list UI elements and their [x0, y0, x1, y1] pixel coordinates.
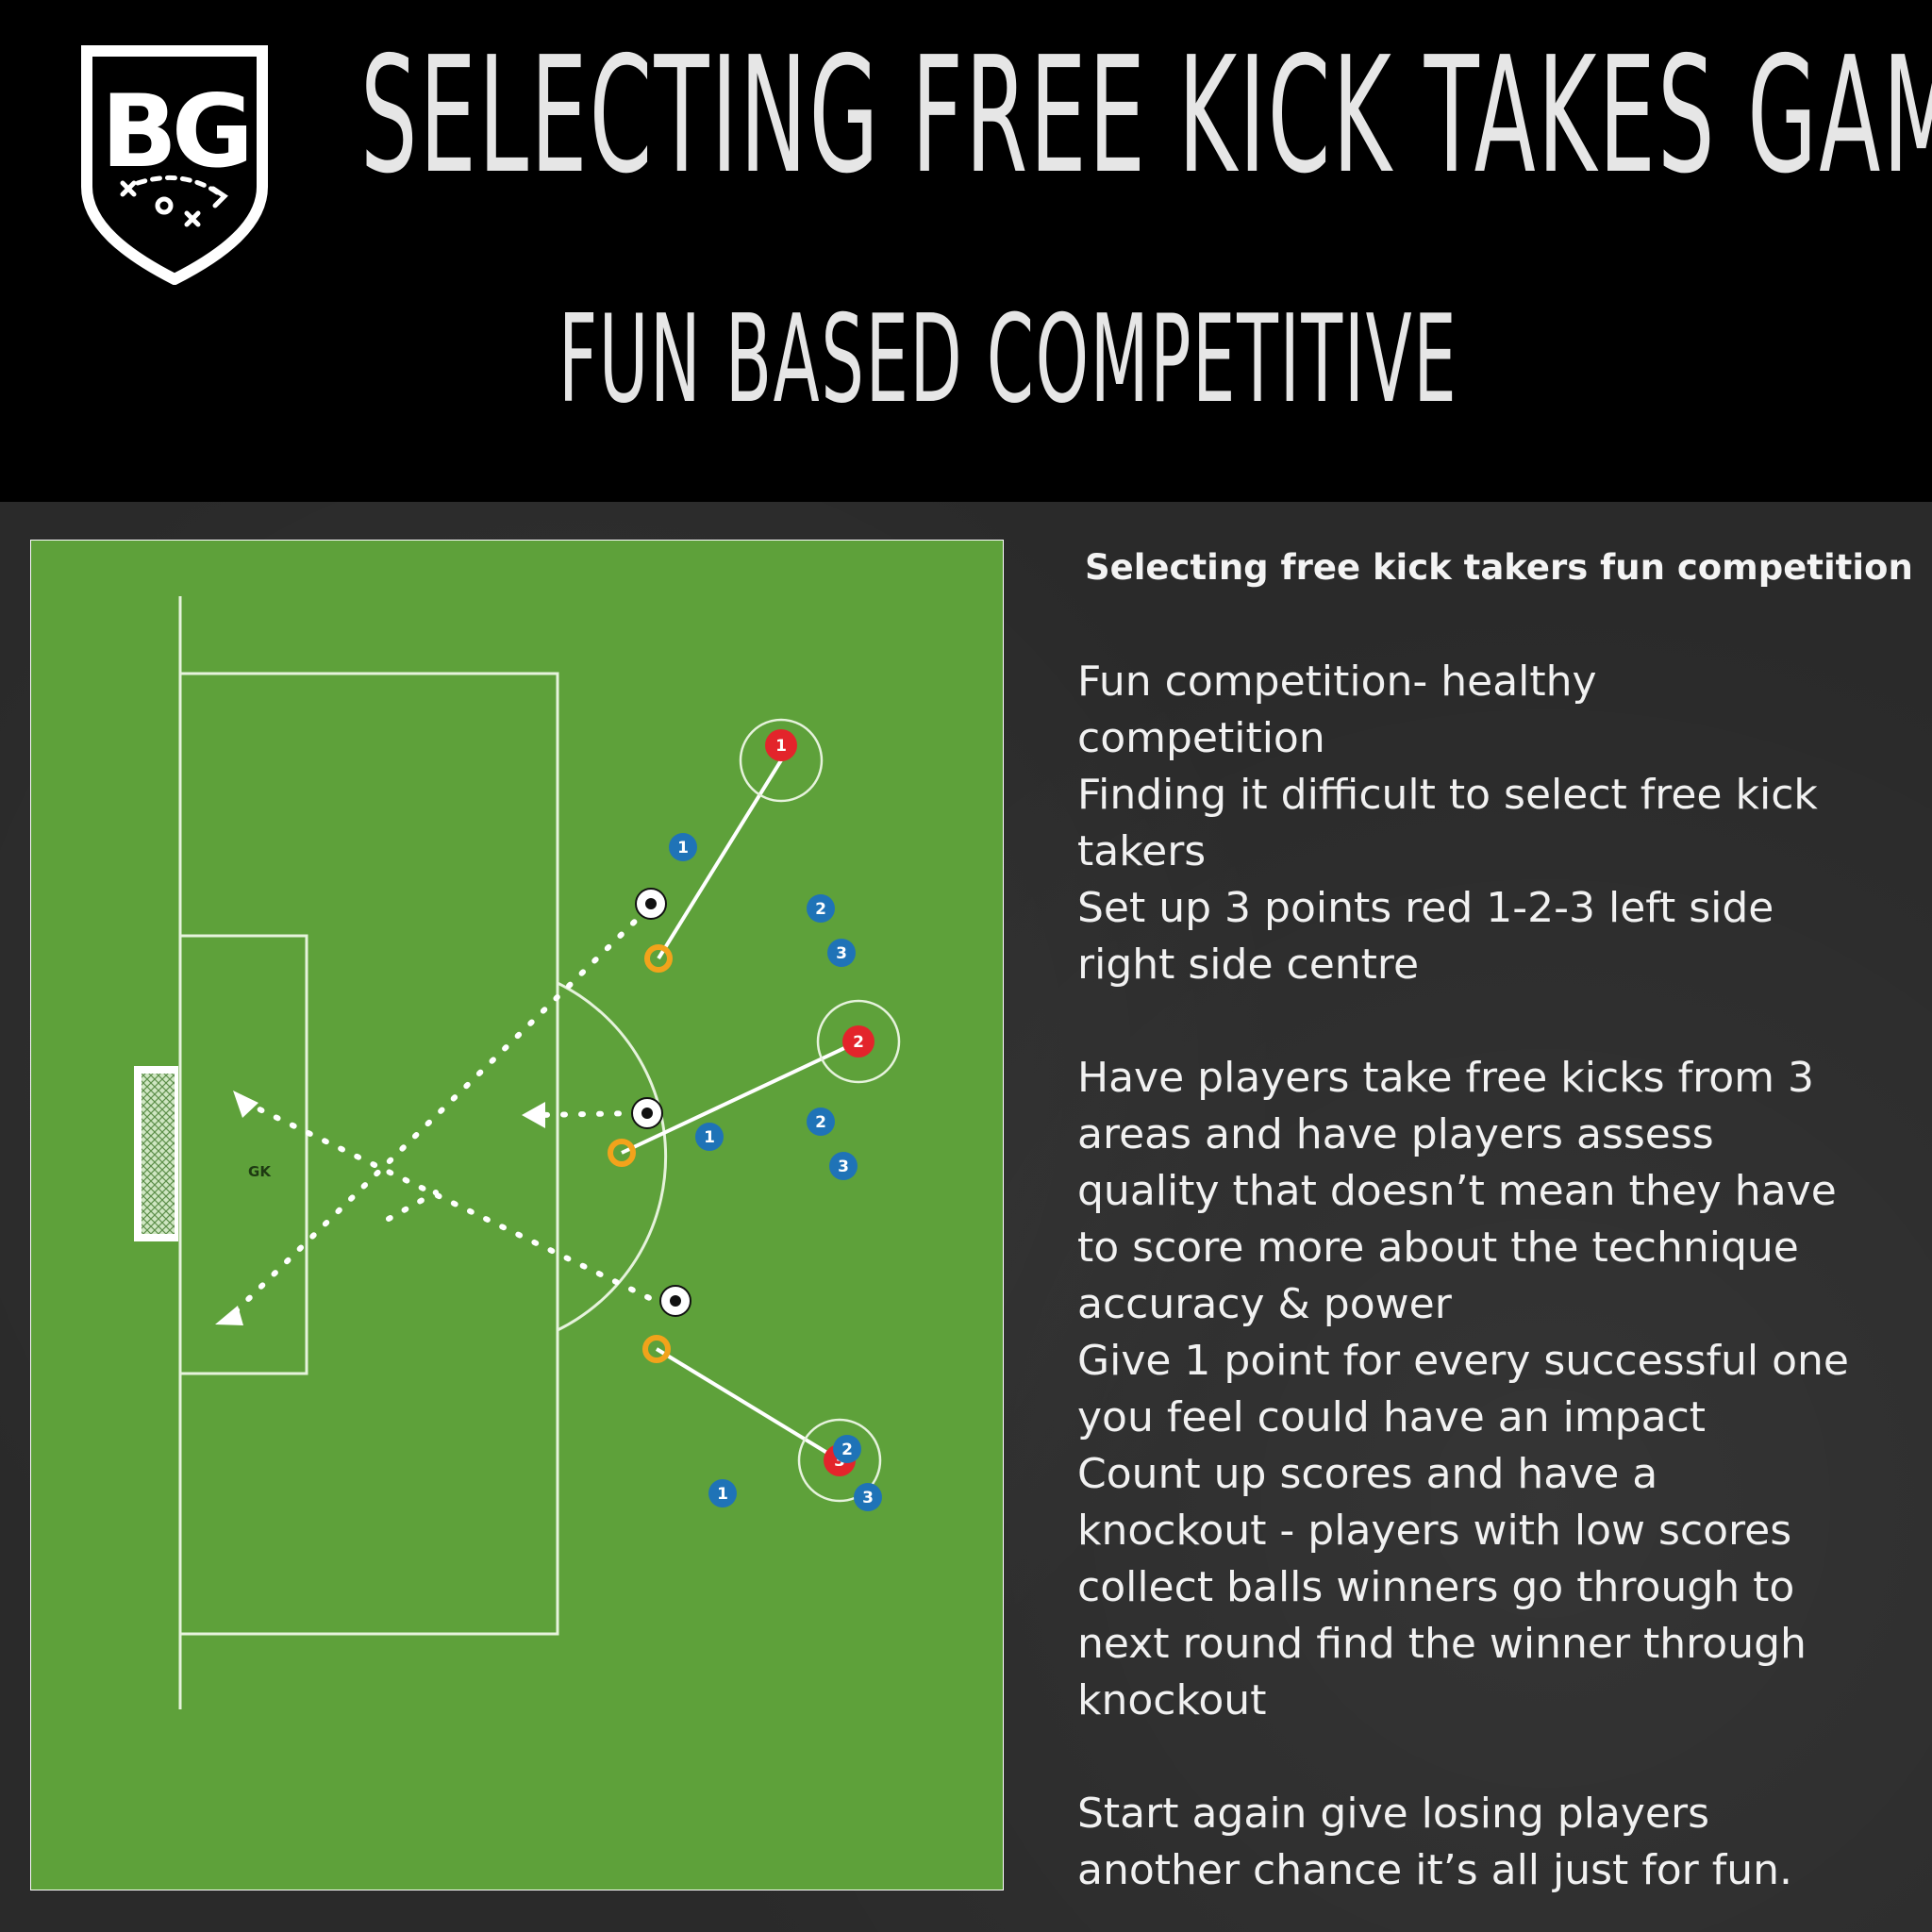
shot-paths [232, 907, 668, 1315]
logo-play-diagram [120, 175, 228, 227]
player-number: 2 [853, 1033, 864, 1052]
blue-player-2: 2 [807, 894, 835, 923]
instructions-line: Have players take free kicks from 3 [1077, 1054, 1814, 1102]
player-number: 3 [838, 1158, 849, 1176]
player-number: 1 [775, 737, 787, 756]
instructions-line: Finding it difficult to select free kick [1077, 771, 1818, 819]
instructions-line: Start again give losing players [1077, 1790, 1710, 1838]
logo-shield [81, 45, 268, 285]
blue-player-1: 1 [669, 833, 697, 861]
goalkeeper-label: GK [248, 1163, 272, 1180]
arrowhead-icon [522, 1102, 545, 1128]
six-yard-box [178, 934, 308, 1375]
player-marker-icon [833, 1435, 861, 1463]
instructions-line: Fun competition- healthy [1077, 658, 1597, 706]
player-marker-icon [765, 729, 797, 761]
shot-path [537, 1110, 640, 1118]
player-marker-icon [807, 1108, 835, 1136]
player-marker-icon [669, 833, 697, 861]
logo-text: BG [101, 74, 248, 190]
player-number: 2 [815, 1113, 826, 1132]
player-marker-icon [807, 894, 835, 923]
instructions-line: takers [1077, 827, 1207, 875]
red-player-1: 1 [765, 729, 797, 761]
marker-rings [739, 718, 901, 1503]
bg-logo: BG [81, 45, 268, 285]
instructions-line: areas and have players assess [1077, 1110, 1714, 1158]
player-number: 3 [862, 1489, 874, 1507]
pass-line [621, 1040, 859, 1155]
goal-net [142, 1074, 175, 1234]
arrowhead-icon [215, 1306, 243, 1325]
player-number: 3 [836, 944, 847, 963]
player-number: 1 [704, 1128, 715, 1147]
instructions-line: Count up scores and have a [1077, 1450, 1658, 1498]
instructions-heading: Selecting free kick takers fun competiti… [1085, 547, 1913, 588]
blue-player-1: 1 [695, 1123, 724, 1151]
page-title: SELECTING FREE KICK TAKES GAME [360, 23, 1932, 209]
blue-player-2: 2 [807, 1108, 835, 1136]
instructions-line: you feel could have an impact [1077, 1393, 1707, 1441]
pitch-diagram: GK [30, 540, 1004, 1890]
instructions-line: another chance it’s all just for fun. [1077, 1846, 1793, 1894]
player-number: 1 [717, 1485, 728, 1504]
instructions-panel: Selecting free kick takers fun competiti… [1077, 540, 1913, 1899]
player-marker-icon [827, 939, 856, 967]
player-marker-icon [842, 1025, 874, 1058]
instructions-line: competition [1077, 714, 1325, 762]
pitch-markings [178, 596, 668, 1709]
footballs [631, 888, 691, 1317]
pass-line [657, 758, 783, 960]
penalty-arc [557, 981, 668, 1332]
blue-player-3: 3 [827, 939, 856, 967]
pass-line [655, 1347, 841, 1462]
instructions-line: knockout [1077, 1676, 1267, 1724]
player-number: 3 [834, 1452, 845, 1471]
instructions-line: Give 1 point for every successful one [1077, 1337, 1849, 1385]
blue-player-3: 3 [854, 1483, 882, 1511]
player-number: 1 [677, 839, 689, 858]
player-marker-icon [708, 1479, 737, 1507]
marker-ring [816, 999, 901, 1084]
player-number: 2 [815, 900, 826, 919]
shot-arrowheads [215, 1091, 545, 1325]
player-marker-icon [829, 1152, 858, 1180]
header-banner: BG SELECTING FREE KICK TAKES GAME FUN BA… [0, 0, 1932, 502]
instructions-paragraph-3: Start again give losing players another c… [1077, 1786, 1907, 1899]
instructions-line: accuracy & power [1077, 1280, 1452, 1328]
player-marker-icon [854, 1483, 882, 1511]
cone-icon [644, 944, 673, 973]
cone-icon [608, 1139, 636, 1167]
blue-player-1: 1 [708, 1479, 737, 1507]
shot-path [232, 907, 650, 1315]
page-subtitle: FUN BASED COMPETITIVE [558, 290, 1458, 430]
instructions-line: knockout - players with low scores [1077, 1507, 1792, 1555]
instructions-line: Set up 3 points red 1-2-3 left side [1077, 884, 1774, 932]
instructions-paragraph-2: Have players take free kicks from 3 areas… [1077, 1050, 1907, 1729]
cone-icon [642, 1335, 671, 1363]
instructions-line: next round find the winner through [1077, 1620, 1807, 1668]
arrowhead-icon [233, 1091, 258, 1118]
player-marker-icon [695, 1123, 724, 1151]
player-number: 2 [841, 1441, 853, 1459]
cones [608, 944, 673, 1363]
red-player-2: 2 [842, 1025, 874, 1058]
instructions-line: quality that doesn’t mean they have [1077, 1167, 1837, 1215]
marker-ring [797, 1418, 882, 1503]
instructions-line: collect balls winners go through to [1077, 1563, 1795, 1611]
blue-player-3: 3 [829, 1152, 858, 1180]
pass-lines [621, 758, 859, 1462]
instructions-line: to score more about the technique [1077, 1224, 1799, 1272]
marker-ring [739, 718, 824, 803]
blue-player-2: 2 [833, 1435, 861, 1463]
instructions-line: right side centre [1077, 941, 1420, 989]
pitch-surface [30, 540, 1004, 1890]
